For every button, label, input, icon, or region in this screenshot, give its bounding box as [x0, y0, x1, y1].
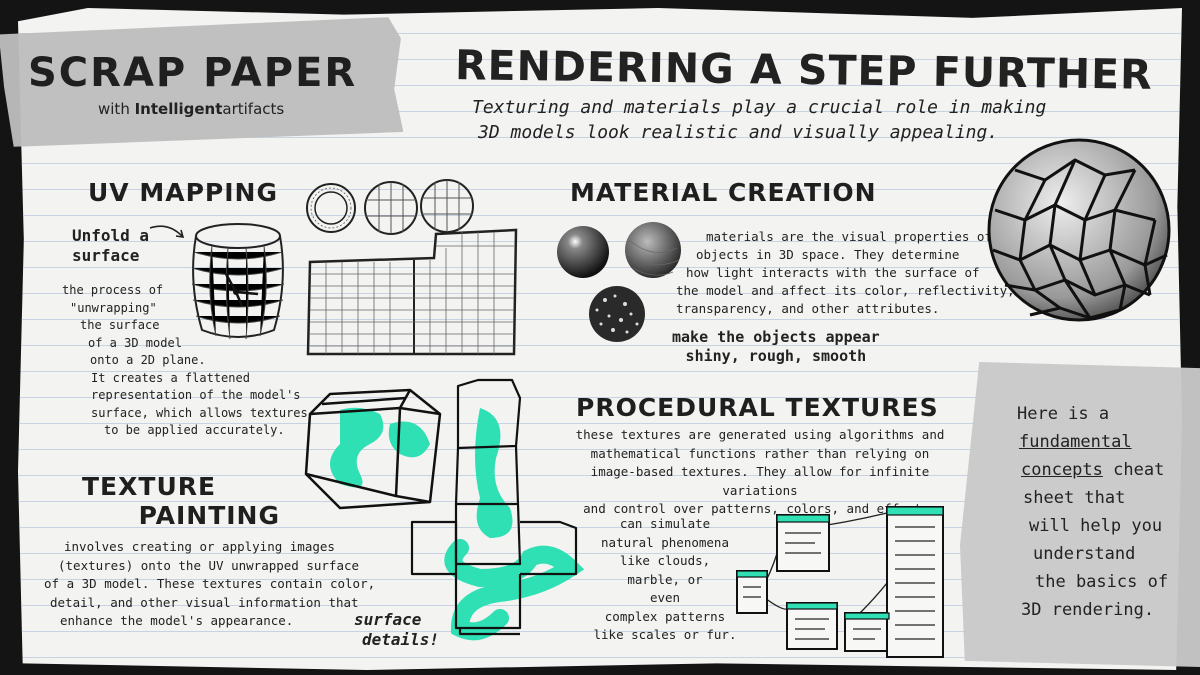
- arrow-icon: [149, 225, 185, 238]
- uv-grid-icon: [306, 228, 518, 356]
- uv-mapping-body: the process of "unwrapping" the surface …: [62, 283, 308, 437]
- cube-net-icon: [410, 378, 585, 641]
- texture-painting-body: involves creating or applying images (te…: [44, 539, 376, 628]
- texture-painting-note: surface details!: [354, 610, 440, 649]
- page-subtitle: Texturing and materials play a crucial r…: [472, 97, 1047, 143]
- cheat-sheet-underlined-2: concepts cheat: [1021, 460, 1165, 480]
- material-creation-body: materials are the visual properties of o…: [676, 229, 1015, 316]
- uv-mapping-heading: UV MAPPING: [88, 178, 278, 207]
- uv-barrel-icon: [191, 223, 285, 340]
- cheat-sheet-note: Here is a fundamental concepts cheat she…: [1005, 400, 1185, 624]
- procedural-textures-heading: PROCEDURAL TEXTURES: [576, 393, 939, 422]
- texture-painting-heading: TEXTURE PAINTING: [82, 472, 280, 530]
- uv-mapping-note: Unfold a surface: [72, 226, 150, 265]
- brand-tagline: with Intelligentartifacts: [98, 100, 285, 118]
- node-graph-icon: [736, 506, 944, 658]
- cheat-sheet-underlined-1: fundamental: [1019, 432, 1132, 452]
- page-title: RENDERING A STEP FURTHER: [454, 41, 1154, 99]
- material-spheres-icon: [557, 222, 681, 342]
- material-creation-heading: MATERIAL CREATION: [570, 178, 877, 207]
- cracked-sphere-icon: [987, 138, 1171, 322]
- brand-logo: SCRAP PAPER with Intelligentartifacts: [28, 50, 388, 118]
- brand-name: SCRAP PAPER: [28, 50, 358, 96]
- cheat-sheet-tape: [960, 362, 1200, 667]
- procedural-textures-body: these textures are generated using algor…: [575, 427, 945, 516]
- material-creation-note: make the objects appear shiny, rough, sm…: [672, 328, 880, 365]
- painted-cube-icon: [304, 388, 442, 510]
- procedural-textures-note: can simulate natural phenomena like clou…: [593, 516, 737, 642]
- sphere-icon: [306, 179, 474, 235]
